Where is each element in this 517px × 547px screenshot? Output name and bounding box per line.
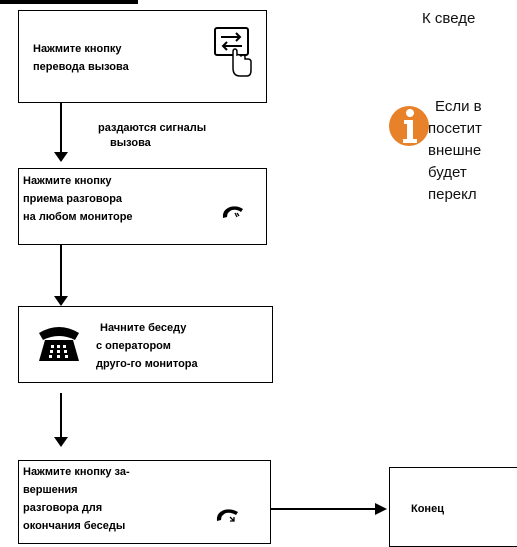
connector-arrow: [54, 296, 68, 306]
step-box-talk: Начните беседу с оператором друго-го мон…: [18, 306, 273, 383]
connector-line-horizontal: [271, 508, 379, 510]
connector-arrow: [54, 152, 68, 162]
connector-label-line: раздаются сигналы: [98, 122, 207, 134]
info-line: будет: [428, 164, 467, 181]
step-box-transfer: Нажмите кнопку перевода вызова: [18, 10, 267, 103]
connector-label-line: вызова: [110, 137, 151, 149]
step-line: с оператором: [96, 340, 171, 352]
step-line: вершения: [23, 484, 78, 496]
step-box-hangup: Нажмите кнопку за- вершения разговора дл…: [18, 460, 271, 544]
step-line: разговора для: [23, 502, 103, 514]
step-text: Нажмите кнопку перевода вызова: [33, 40, 129, 76]
handset-hangup-icon: [216, 509, 238, 522]
connector-line: [60, 245, 62, 297]
step-box-accept: Нажмите кнопку приема разговора на любом…: [18, 168, 267, 245]
info-icon: [389, 106, 429, 146]
end-box: Конец: [389, 467, 517, 547]
step-text: Нажмите кнопку приема разговора на любом…: [23, 172, 133, 226]
connector-arrow-right: [375, 503, 387, 515]
step-line: перевода вызова: [33, 61, 129, 73]
info-line: посетит: [428, 120, 482, 137]
step-text: Начните беседу с оператором друго-го мон…: [96, 319, 198, 373]
step-line: Нажмите кнопку за-: [23, 466, 130, 478]
connector-label: раздаются сигналы вызова: [98, 121, 206, 151]
step-line: окончания беседы: [23, 520, 126, 532]
step-text: Нажмите кнопку за- вершения разговора дл…: [23, 463, 130, 535]
intro-text: К сведе: [422, 10, 476, 27]
connector-line: [60, 103, 62, 153]
info-line: Если в: [435, 98, 482, 115]
step-line: приема разговора: [23, 193, 123, 205]
step-line: на любом мониторе: [23, 211, 133, 223]
info-line: внешне: [428, 142, 482, 159]
step-line: Начните беседу: [100, 322, 187, 334]
step-line: Нажмите кнопку: [33, 43, 122, 55]
info-text: Если в посетит внешне будет перекл: [428, 96, 482, 206]
handset-accept-icon: [222, 206, 243, 218]
step-line: друго-го монитора: [96, 358, 198, 370]
transfer-touch-icon: [214, 27, 252, 77]
step-line: Нажмите кнопку: [23, 175, 112, 187]
info-line: перекл: [428, 186, 477, 203]
connector-arrow: [54, 437, 68, 447]
connector-line: [60, 393, 62, 438]
desk-phone-icon: [39, 327, 79, 361]
header-rule: [0, 0, 138, 4]
end-label: Конец: [411, 503, 444, 515]
